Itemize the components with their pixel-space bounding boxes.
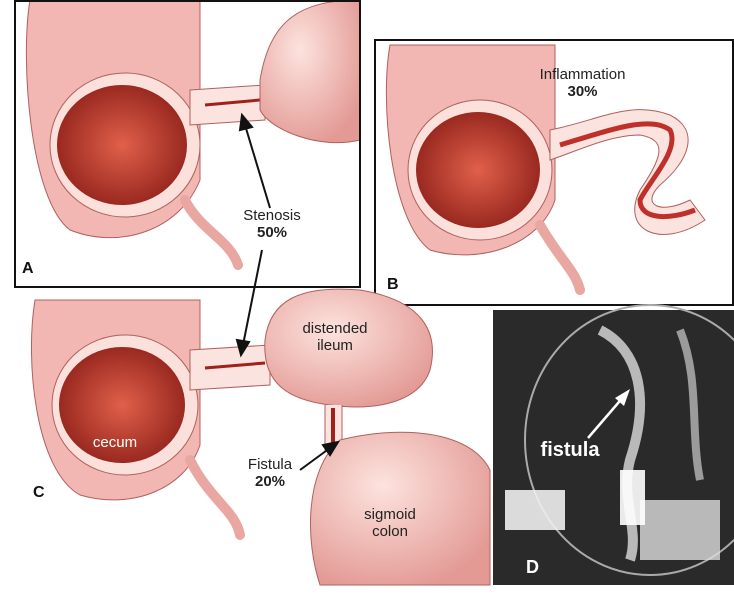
panel-a-frame	[14, 0, 361, 288]
xray-fistula-label: fistula	[540, 439, 600, 461]
sigmoid-colon	[309, 431, 491, 586]
cecum-label: cecum	[92, 434, 138, 451]
inflammation-percent: 30%	[567, 83, 598, 100]
fistula-label: Fistula 20%	[240, 456, 300, 490]
stenosis-text: Stenosis	[243, 207, 301, 224]
colon-line1: sigmoid	[364, 506, 416, 523]
sigmoid-colon-label: sigmoid colon	[355, 506, 425, 540]
stenosis-arrows	[235, 112, 341, 471]
panel-c-letter: C	[33, 484, 45, 501]
inflammation-text: Inflammation	[539, 66, 626, 83]
colon-line2: colon	[372, 523, 408, 540]
panel-d-letter: D	[526, 557, 539, 577]
fistula-arrow-d	[587, 394, 626, 439]
panel-d-xray	[493, 304, 734, 585]
ileum-line2: ileum	[317, 337, 353, 354]
ileum-line1: distended	[302, 320, 368, 337]
panel-a-illustration	[25, 0, 361, 270]
stenosis-label: Stenosis 50%	[232, 207, 312, 241]
stenosis-percent: 50%	[256, 224, 288, 241]
fistula-percent: 20%	[254, 473, 286, 490]
cecum-lumen-a	[57, 85, 187, 205]
fistula-text: Fistula	[247, 456, 293, 473]
inflammation-label: Inflammation 30%	[525, 66, 640, 100]
ileum-label: distended ileum	[295, 320, 375, 354]
panel-a-letter: A	[22, 260, 34, 277]
panel-b-letter: B	[387, 276, 399, 293]
panel-c-illustration	[31, 288, 491, 586]
panel-b-frame	[374, 39, 734, 306]
distended-ileum	[264, 288, 433, 408]
panel-b-illustration	[375, 40, 733, 305]
